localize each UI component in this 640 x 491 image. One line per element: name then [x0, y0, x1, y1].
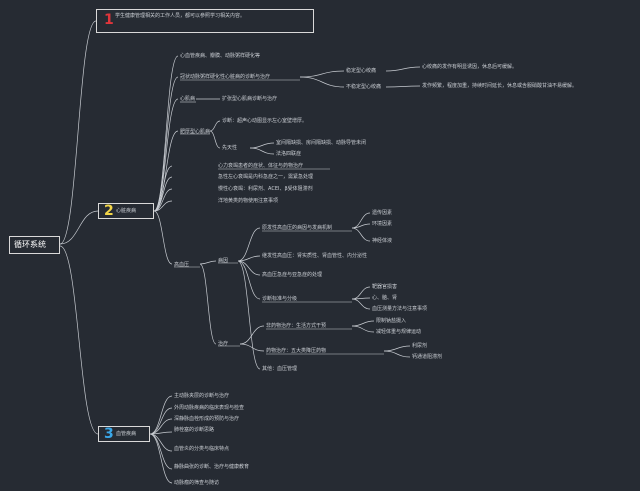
link-grade-0: [351, 286, 371, 300]
node-1[interactable]: 冠状动脉粥样硬化性心脏病的诊断与治疗: [180, 74, 271, 80]
link-cong-2: [249, 147, 275, 155]
node-6[interactable]: 心肌病: [180, 96, 196, 102]
branch-3-label: 血管疾病: [116, 431, 137, 437]
node-14[interactable]: 急性左心衰竭是内科急症之一，需紧急处理: [218, 174, 314, 180]
node-40[interactable]: 肺栓塞的诊断思路: [174, 427, 215, 433]
node-41[interactable]: 血管炎的分类与临床特点: [174, 446, 230, 452]
branch-1-number: 1: [104, 12, 114, 28]
link-htn-treatment: [199, 263, 217, 345]
node-34[interactable]: 利尿剂: [412, 343, 428, 349]
node-31[interactable]: 限制钠盐摄入: [376, 318, 407, 324]
branch-3-box[interactable]: [98, 426, 150, 442]
node-39[interactable]: 深静脉血栓形成的预防与治疗: [174, 416, 240, 422]
link-etiology-1: [237, 255, 261, 262]
link-b3-2: [149, 418, 173, 435]
node-0[interactable]: 心血管疾病、瓣膜、动脉粥样硬化等: [180, 53, 261, 59]
link-b2-1: [153, 76, 179, 212]
node-43[interactable]: 动脉瘤的筛查与随访: [174, 480, 220, 486]
link-drug-2: [383, 350, 411, 358]
link-stable-desc: [385, 66, 421, 72]
node-28[interactable]: 血压测量方法与注意事项: [372, 306, 428, 312]
link-b3-5: [149, 433, 173, 470]
link-nondrug-1: [351, 320, 375, 327]
node-11[interactable]: 室间隔缺损、房间隔缺损、动脉导管未闭: [276, 140, 367, 146]
branch-1-text: 学生健康管理相关的工作人员，都可以参照学习相关内容。: [115, 13, 246, 19]
link-nondrug-2: [351, 325, 375, 333]
node-38[interactable]: 外周动脉疾病的临床表现与检查: [174, 405, 245, 411]
node-18[interactable]: 病因: [218, 258, 229, 264]
link-cause-2: [351, 227, 371, 242]
link-tx-nondrug: [239, 325, 265, 345]
link-root-branch1: [59, 20, 97, 245]
link-cad-unstable: [299, 76, 345, 88]
link-cm-hcm: [209, 120, 221, 132]
link-b2-8: [153, 210, 173, 265]
node-36[interactable]: 其他：血压管理: [262, 366, 298, 372]
branch-3-number: 3: [104, 426, 114, 442]
link-b3-1: [149, 407, 173, 435]
node-23[interactable]: 继发性高血压：肾实质性、肾血管性、内分泌性: [262, 253, 368, 259]
link-b2-6: [153, 188, 173, 212]
node-7[interactable]: 扩张型心肌病诊断与治疗: [222, 96, 278, 102]
node-32[interactable]: 减轻体重与规律运动: [376, 329, 422, 335]
link-cad-stable: [299, 70, 345, 78]
link-root-branch3: [59, 245, 99, 435]
node-30[interactable]: 非药物治疗：生活方式干预: [266, 323, 327, 329]
link-cong-1: [249, 142, 275, 149]
node-9[interactable]: 诊断：超声心动图显示左心室壁增厚。: [222, 118, 308, 124]
node-17[interactable]: 高血压: [174, 262, 190, 268]
node-13[interactable]: 心力衰竭患者的症状、体征与药物治疗: [218, 163, 304, 169]
link-unstable-desc: [385, 85, 421, 88]
branch-2-label: 心脏疾病: [116, 208, 137, 214]
branch-2-box[interactable]: [98, 203, 154, 219]
link-b3-6: [149, 433, 173, 484]
link-etiology-other: [237, 260, 261, 370]
node-12[interactable]: 法洛四联症: [276, 151, 302, 157]
link-b3-3: [149, 431, 173, 435]
node-26[interactable]: 靶器官损害: [372, 284, 398, 290]
link-b2-4: [153, 165, 173, 212]
link-cm-congenital: [209, 130, 221, 149]
node-35[interactable]: 钙通道阻滞剂: [412, 354, 443, 360]
node-25[interactable]: 诊断标准与分级: [262, 296, 298, 302]
node-21[interactable]: 环境因素: [372, 221, 393, 227]
link-etiology-2: [237, 260, 261, 276]
branch-2-number: 2: [104, 203, 114, 219]
node-5[interactable]: 发作频繁，程度加重，持续时间延长，休息或含服硝酸甘油不易缓解。: [422, 83, 578, 89]
node-33[interactable]: 药物治疗：五大类降压药物: [266, 348, 327, 354]
link-grade-2: [351, 298, 371, 310]
link-b2-2: [153, 98, 179, 212]
link-cause-1: [351, 223, 371, 229]
root-node[interactable]: [9, 236, 60, 254]
link-b2-0: [153, 55, 179, 212]
link-drug-1: [383, 345, 411, 352]
link-tx-drug: [239, 343, 265, 352]
link-b3-4: [149, 433, 173, 452]
node-29[interactable]: 治疗: [218, 341, 229, 347]
node-15[interactable]: 慢性心衰竭：利尿剂、ACEI、β受体阻滞剂: [218, 186, 313, 192]
link-root-branch2: [59, 210, 99, 245]
link-b3-0: [149, 395, 173, 435]
node-22[interactable]: 神经体液: [372, 238, 393, 244]
node-10[interactable]: 先天性: [222, 145, 238, 151]
link-etiology-3: [237, 260, 261, 300]
node-37[interactable]: 主动脉夹层的诊断与治疗: [174, 393, 230, 399]
link-b2-5: [153, 176, 173, 212]
link-etiology-0: [237, 227, 261, 262]
node-24[interactable]: 高血压急症与亚急症的处理: [262, 272, 323, 278]
node-3[interactable]: 不稳定型心绞痛: [346, 84, 382, 90]
node-8[interactable]: 肥厚型心肌病: [180, 129, 211, 135]
node-16[interactable]: 洋地黄类药物使用注意事项: [218, 198, 279, 204]
branch-1-box[interactable]: [96, 9, 314, 33]
root-label: 循环系统: [14, 240, 46, 249]
node-42[interactable]: 静脉曲张的诊断、治疗与健康教育: [174, 464, 250, 470]
node-2[interactable]: 稳定型心绞痛: [346, 68, 377, 74]
node-20[interactable]: 遗传因素: [372, 210, 393, 216]
node-19[interactable]: 原发性高血压的病因与发病机制: [262, 225, 333, 231]
node-27[interactable]: 心、脑、肾: [372, 295, 398, 301]
link-b2-7: [153, 200, 173, 212]
node-4[interactable]: 心绞痛的发作有明显诱因，休息后可缓解。: [422, 64, 518, 70]
link-htn-etiology: [199, 260, 217, 265]
